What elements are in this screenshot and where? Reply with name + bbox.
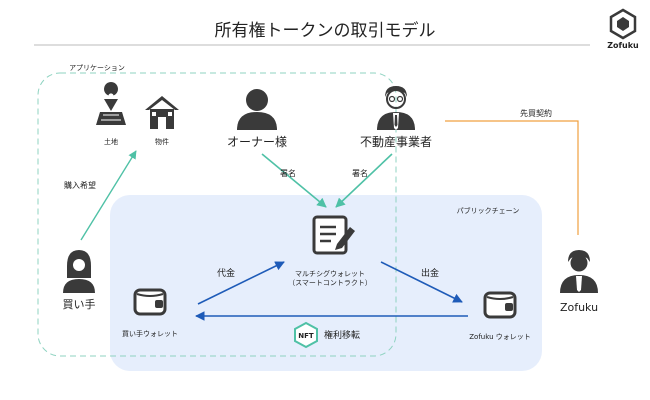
logo-text: Zofuku [607,41,639,50]
zofuku-wallet-icon [483,291,517,319]
zofuku-label: Zofuku [560,301,598,314]
nft-hexagon-icon [294,321,318,349]
edge-withdraw [380,261,463,303]
payment-label: 代金 [217,267,235,279]
purchase-request-label: 購入希望 [64,180,96,190]
application-label: アプリケーション [69,64,125,72]
zofuku-logo-icon [609,8,637,40]
multisig-label-line1: マルチシグウォレット [295,269,365,278]
buyer-person-icon [63,250,95,293]
withdraw-label: 出金 [421,267,439,279]
owner-sign-label: 署名 [280,168,296,178]
house-icon [145,96,179,129]
zofuku-person-icon [560,250,598,293]
buyer-label: 買い手 [63,297,96,311]
document-pen-icon [312,215,355,255]
zofuku-wallet-label: Zofuku ウォレット [469,333,530,341]
edge-owner-sign [261,153,327,208]
nft-badge-text: NFT [298,332,314,340]
property-label: 物件 [155,137,169,146]
buyer-wallet-icon [133,288,167,316]
rights-transfer-label: 権利移転 [324,329,360,341]
edge-payment [197,261,285,305]
pre-sale-contract-label: 先買契約 [520,108,552,118]
owner-person-icon [237,89,277,130]
public-chain-label: パブリックチェーン [457,206,520,215]
edge-purchase-request [80,150,137,241]
realtor-sign-label: 署名 [352,168,368,178]
realtor-label: 不動産事業者 [360,134,432,149]
map-pin-icon [96,82,126,125]
public-chain-region [110,195,542,371]
multisig-label-line2: （スマートコントラクト） [288,279,372,287]
land-label: 土地 [104,137,118,146]
buyer-wallet-label: 買い手ウォレット [122,329,178,338]
edge-realtor-sign [335,153,393,208]
edge-pre-sale-contract [445,120,579,235]
page-title: 所有権トークンの取引モデル [215,20,436,41]
businessman-icon [377,86,415,130]
owner-label: オーナー様 [227,135,287,149]
